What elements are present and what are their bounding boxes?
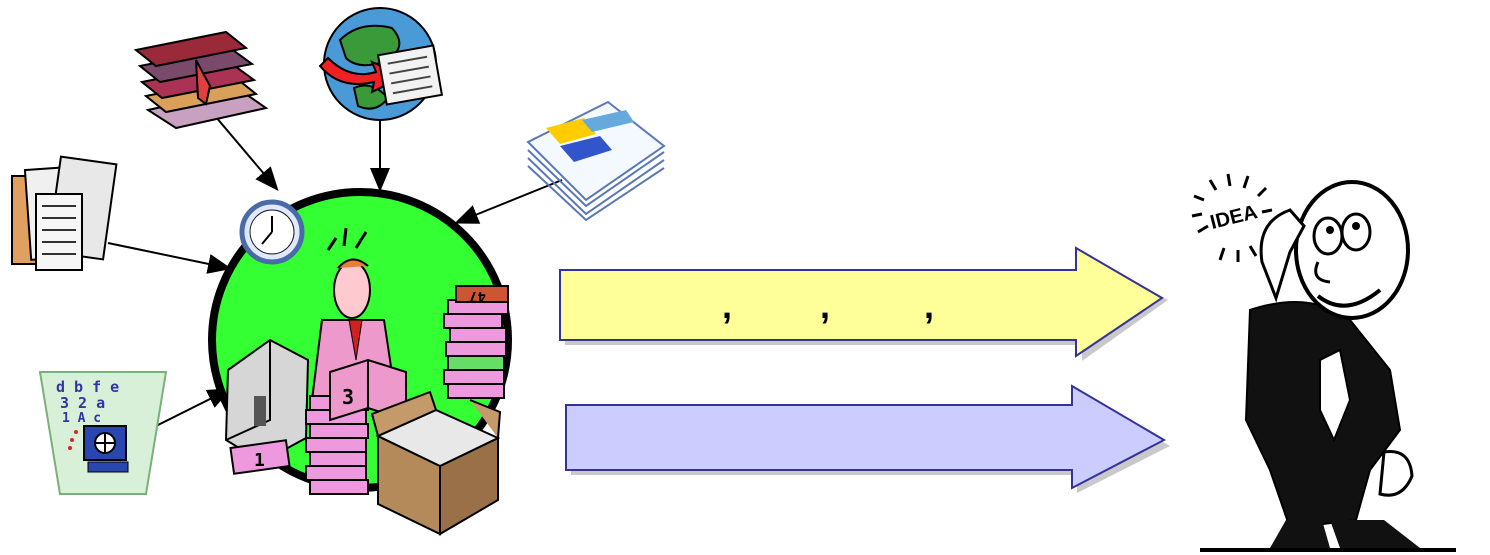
printed-reports-icon	[528, 102, 664, 220]
globe-newspaper-icon	[320, 8, 442, 120]
blue-arrow	[566, 386, 1170, 493]
book-label-cover-a: 3	[342, 385, 354, 409]
books-stack-icon	[136, 32, 266, 128]
newspapers-icon	[12, 157, 116, 270]
book-label-cover-c: 47	[469, 288, 486, 304]
clock-icon	[242, 202, 302, 262]
computer-alphabet-icon: d b f e 3 2 a 1 A c	[40, 372, 166, 494]
yellow-arrow-comma-1: ,	[722, 285, 732, 326]
yellow-arrow-comma-3: ,	[924, 285, 934, 326]
svg-text:1 A c: 1 A c	[62, 411, 101, 426]
idea-text: IDEA	[1208, 201, 1260, 234]
yellow-arrow	[560, 248, 1168, 361]
svg-text:3 2 a: 3 2 a	[60, 394, 105, 412]
connector-newspapers	[108, 243, 228, 268]
thinker-idea-illustration	[1192, 174, 1456, 550]
book-label-cover-b: 1	[254, 450, 265, 471]
connector-books	[210, 110, 276, 188]
connector-reports	[458, 180, 562, 222]
cardboard-box-icon	[372, 392, 500, 534]
yellow-arrow-comma-2: ,	[820, 285, 830, 326]
